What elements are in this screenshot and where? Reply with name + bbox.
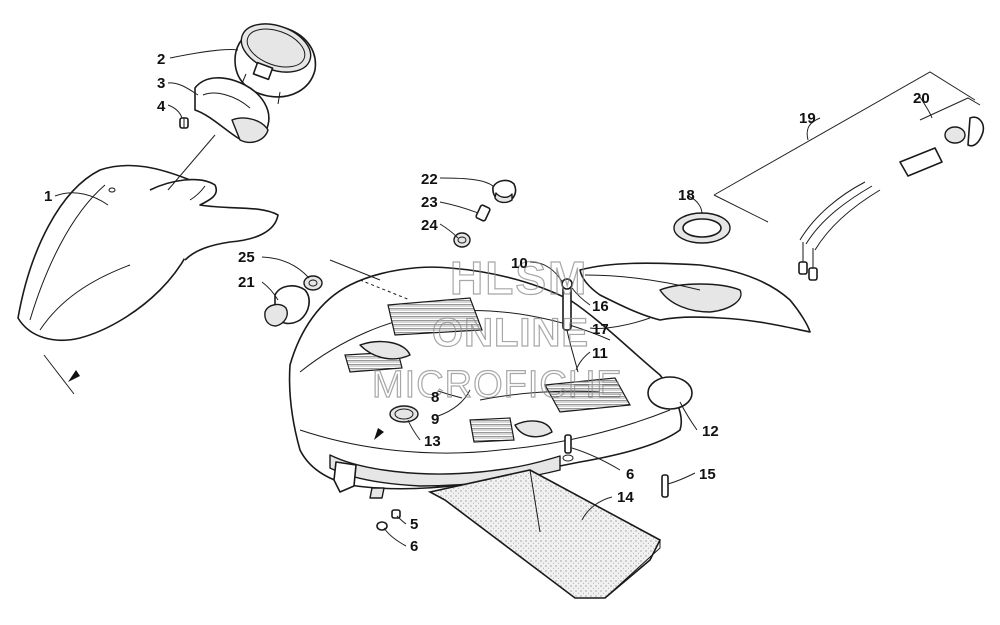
part-6-screw-right xyxy=(564,434,572,454)
part-4-screw xyxy=(179,117,189,129)
part-18-ring xyxy=(673,212,731,244)
part-6-washer-lower xyxy=(376,521,388,531)
callout-labels: 2 3 4 1 25 21 22 23 24 10 16 17 11 8 9 1… xyxy=(44,51,930,555)
callout-10: 10 xyxy=(511,255,528,272)
callout-11: 11 xyxy=(592,345,608,362)
callout-19: 19 xyxy=(799,110,816,127)
watermark-line-1: HLSM xyxy=(450,252,588,304)
part-5-screw xyxy=(391,509,401,519)
callout-14: 14 xyxy=(617,489,634,506)
part-16-shaft xyxy=(561,278,579,373)
callout-5: 5 xyxy=(410,516,418,533)
callout-18: 18 xyxy=(678,187,695,204)
callout-9: 9 xyxy=(431,411,439,428)
callout-17: 17 xyxy=(592,321,609,338)
callout-1: 1 xyxy=(44,188,52,205)
part-21-switch xyxy=(264,285,310,327)
callout-21: 21 xyxy=(238,274,255,291)
part-20-cap xyxy=(919,97,985,147)
part-12-emblem xyxy=(647,376,693,410)
callout-22: 22 xyxy=(421,171,438,188)
part-23-screw xyxy=(475,204,491,222)
part-19-cable xyxy=(713,71,976,281)
callout-24: 24 xyxy=(421,217,438,234)
callout-16: 16 xyxy=(592,298,609,315)
watermark-line-3: MICROFICHE xyxy=(372,364,623,406)
part-2-gauge xyxy=(234,23,317,105)
callout-25: 25 xyxy=(238,249,255,266)
part-1-windshield xyxy=(17,164,279,395)
callout-20: 20 xyxy=(913,90,930,107)
leader-lines xyxy=(54,49,933,547)
part-22-knob xyxy=(492,179,517,204)
right-console-piece xyxy=(579,262,811,333)
callout-4: 4 xyxy=(157,98,166,115)
part-24-washer xyxy=(453,232,471,248)
callout-15: 15 xyxy=(699,466,716,483)
direction-arrow-icon xyxy=(374,428,384,440)
part-25-nut xyxy=(303,275,323,291)
callout-6-right: 6 xyxy=(626,466,634,483)
callout-13: 13 xyxy=(424,433,441,450)
part-14-foam-pad xyxy=(427,469,662,599)
callout-3: 3 xyxy=(157,75,165,92)
callout-8: 8 xyxy=(431,389,439,406)
watermark: HLSM ONLINE MICROFICHE xyxy=(371,251,623,406)
part-15-screw xyxy=(661,474,669,498)
watermark-line-2: ONLINE xyxy=(432,311,589,355)
part-13-disc xyxy=(389,405,419,423)
callout-23: 23 xyxy=(421,194,438,211)
callout-6-left: 6 xyxy=(410,538,418,555)
part-3-bracket xyxy=(194,77,270,144)
direction-arrow-icon xyxy=(68,370,80,382)
callout-2: 2 xyxy=(157,51,165,68)
callout-12: 12 xyxy=(702,423,719,440)
